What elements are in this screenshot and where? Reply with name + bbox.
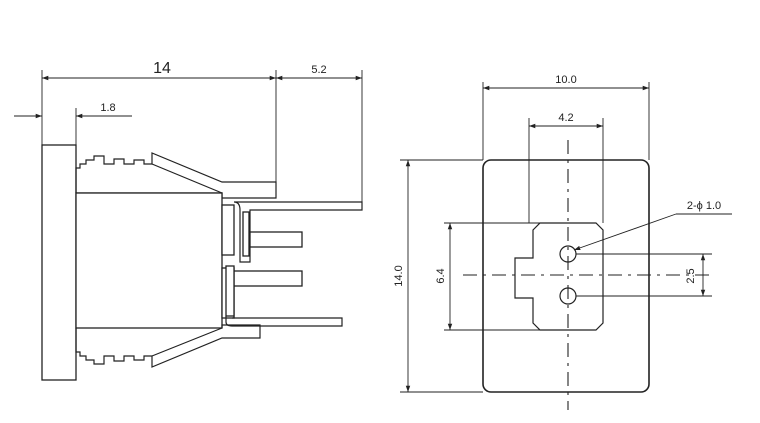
lower-pin [233,270,303,287]
dim-width-label: 10.0 [555,74,576,86]
terminal-block [514,222,604,331]
front-view: 10.0 4.2 14.0 6.4 2.5 2-ϕ 1.0 [393,74,732,410]
upper-clip-edge [151,163,223,194]
hole-leader [573,213,677,251]
dim-spacing-label: 4.2 [558,112,573,124]
housing-bottom-outline [75,324,261,368]
dim-pitch-label: 2.5 [685,268,697,283]
long-terminal-inner [242,211,250,257]
dim-flange-label: 1.8 [100,102,115,114]
dim-terminal-label: 5.2 [311,64,326,76]
hole-callout-label: 2-ϕ 1.0 [687,200,721,212]
lower-clip-edge [151,327,223,357]
bottom-terminal [225,316,343,327]
side-view: 14 5.2 1.8 [14,60,363,381]
terminal-plate-upper [221,204,235,256]
lower-pin-plate [225,265,235,317]
dim-overall-label: 14 [153,60,171,77]
switch-body [75,192,223,329]
housing-top-outline [75,152,277,199]
dim-height-label: 14.0 [393,265,405,286]
front-outline [482,159,650,393]
front-flange [41,144,77,381]
dim-block-label: 6.4 [435,268,447,283]
long-terminal [233,201,363,263]
upper-pin [249,231,303,248]
